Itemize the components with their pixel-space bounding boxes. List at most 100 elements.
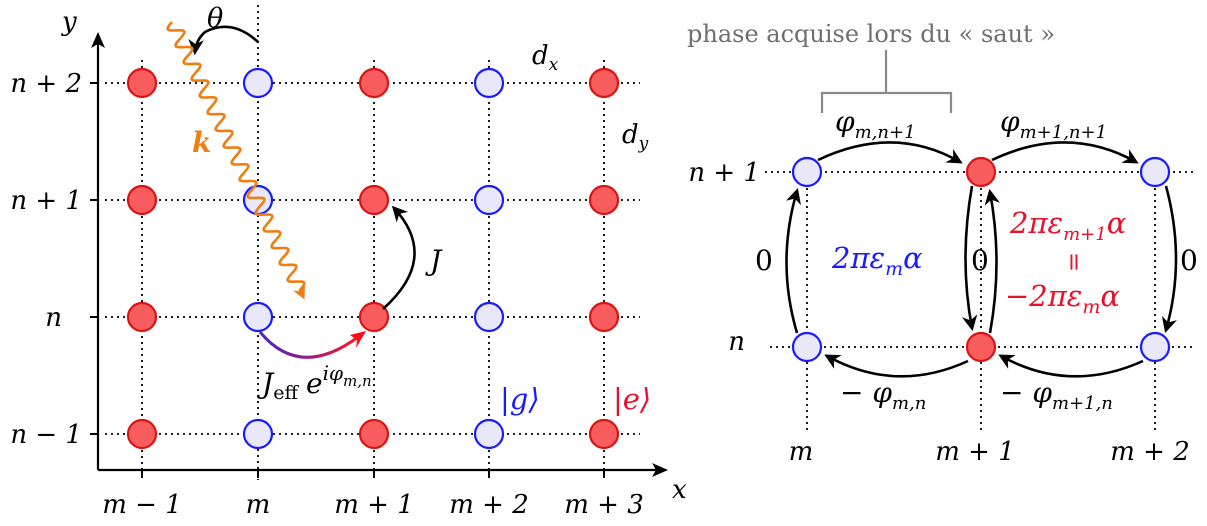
y-axis-arrowhead <box>91 32 105 48</box>
phase-bottom-right-sub: m+1,n <box>1052 393 1113 414</box>
phase-bottom-left: − φm,n <box>840 376 926 414</box>
row-label-n-plus-2: n + 2 <box>10 69 82 99</box>
dy-sub: y <box>638 134 649 154</box>
hopping-label: J <box>425 244 443 277</box>
phase-top-left: φm,n+1 <box>835 105 916 143</box>
right-col-m-plus-1: m + 1 <box>935 437 1015 467</box>
zero-labels: 0 0 0 <box>755 244 1198 277</box>
jeff-exp-sub: m,n <box>343 372 372 390</box>
row-label-n-plus-1: n + 1 <box>10 186 82 216</box>
atom-ground-r3-c1 <box>242 418 274 450</box>
right-atoms <box>791 156 1171 363</box>
flux-right-top-sub: m+1 <box>1063 224 1107 245</box>
effective-hopping-arrowhead <box>350 331 366 348</box>
atom-excited-r1-c0 <box>126 184 158 216</box>
flux-left-sub: m <box>885 258 903 280</box>
flux-right-top: 2πεm+1α <box>1009 206 1126 245</box>
atom-excited-r3-c2 <box>358 418 390 450</box>
jeff-exp-main: iφ <box>323 361 343 385</box>
zero-middle: 0 <box>971 244 989 277</box>
atom-ground-r0-c1 <box>242 67 274 99</box>
phase-bottom-right-base: − φ <box>1000 376 1052 409</box>
arrow-bottom-right <box>998 354 1144 378</box>
atom-ground-m2-n <box>1139 331 1171 363</box>
right-hopping-arrows <box>785 141 1178 378</box>
jeff-base: J <box>257 367 275 400</box>
dx-label: dx <box>532 41 559 75</box>
atom-ground-r0-c3 <box>473 67 505 99</box>
dx-sub: x <box>549 55 559 75</box>
arrow-top-right <box>991 141 1139 164</box>
arrow-left-up <box>785 188 801 334</box>
phase-bottom-left-sub: m,n <box>892 393 926 414</box>
atom-ground-m-n <box>791 331 823 363</box>
flux-left: 2πεmα <box>831 241 923 280</box>
wavevector-label: k <box>192 126 211 159</box>
atom-excited-r3-c0 <box>126 418 158 450</box>
atom-ground-m-n1 <box>791 156 823 188</box>
axis-ticks <box>90 82 605 478</box>
effective-hopping-arrow <box>258 331 359 359</box>
atom-excited-r2-c0 <box>126 301 158 333</box>
atom-excited-r0-c4 <box>588 67 620 99</box>
phase-title: phase acquise lors du « saut » <box>687 20 1055 48</box>
col-label-m-plus-3: m + 3 <box>564 490 644 520</box>
excited-state-label: |e⟩ <box>613 382 651 416</box>
jeff-exp-base: e <box>306 367 323 400</box>
atom-excited-r0-c0 <box>126 67 158 99</box>
col-label-m-plus-1: m + 1 <box>334 490 414 520</box>
flux-right-bottom: −2πεmα <box>1005 279 1120 318</box>
right-grid <box>765 171 1195 430</box>
jeff-sub: eff <box>273 382 299 404</box>
x-axis-label: x <box>672 475 687 505</box>
flux-left-pre: 2πε <box>831 241 885 275</box>
arrow-middle-up <box>984 188 1000 334</box>
atom-excited-m1-n1 <box>965 156 997 188</box>
ground-state-label: |g⟩ <box>500 382 540 416</box>
arrow-middle-down <box>961 185 978 332</box>
dx-base: d <box>532 41 549 71</box>
right-column-labels: m m + 1 m + 2 <box>789 437 1190 467</box>
zero-right: 0 <box>1180 244 1198 277</box>
phase-top-left-sub: m,n+1 <box>855 122 916 143</box>
phase-top-right-sub: m+1,n+1 <box>1020 122 1107 143</box>
left-atoms <box>126 67 620 450</box>
right-panel: phase acquise lors du « saut » <box>687 20 1198 467</box>
atom-excited-r1-c4 <box>588 184 620 216</box>
row-label-n: n <box>45 303 62 333</box>
dy-base: d <box>622 120 639 150</box>
atom-ground-r3-c3 <box>473 418 505 450</box>
right-row-labels: n + 1 n <box>688 158 760 357</box>
theta-arc <box>188 25 259 56</box>
atom-ground-r2-c3 <box>473 301 505 333</box>
flux-right-bottom-sub: m <box>1082 296 1100 318</box>
phase-bottom-right: − φm+1,n <box>1000 376 1113 414</box>
phase-top-left-base: φ <box>835 105 855 138</box>
arrow-bottom-left <box>824 354 969 378</box>
atom-excited-r0-c2 <box>358 67 390 99</box>
right-row-n-plus-1: n + 1 <box>688 158 760 188</box>
phase-bottom-left-base: − φ <box>840 376 892 409</box>
atom-excited-r2-c2 <box>358 301 390 333</box>
theta-label: θ <box>207 3 223 34</box>
flux-right-bottom-pre: −2πε <box>1005 279 1082 313</box>
atom-ground-m2-n1 <box>1139 156 1171 188</box>
y-axis-label: y <box>61 7 77 37</box>
atom-ground-r1-c3 <box>473 184 505 216</box>
flux-right-bottom-post: α <box>1100 279 1120 313</box>
left-panel: x y m − 1 m m + 1 m + 2 m + 3 n + 2 n + … <box>10 3 687 520</box>
right-row-n: n <box>728 327 745 357</box>
atom-excited-r3-c4 <box>588 418 620 450</box>
hopping-arrow <box>382 205 416 310</box>
arrow-right-down <box>1161 185 1178 334</box>
x-axis-arrowhead <box>652 463 668 477</box>
left-row-labels: n + 2 n + 1 n n − 1 <box>10 69 82 450</box>
arrow-top-left <box>817 141 963 164</box>
row-label-n-minus-1: n − 1 <box>10 420 82 450</box>
laser-wave <box>166 21 306 300</box>
zero-left: 0 <box>755 244 773 277</box>
col-label-m: m <box>246 490 271 520</box>
dy-label: dy <box>622 120 649 154</box>
right-col-m: m <box>789 437 814 467</box>
flux-right-top-post: α <box>1107 206 1127 240</box>
